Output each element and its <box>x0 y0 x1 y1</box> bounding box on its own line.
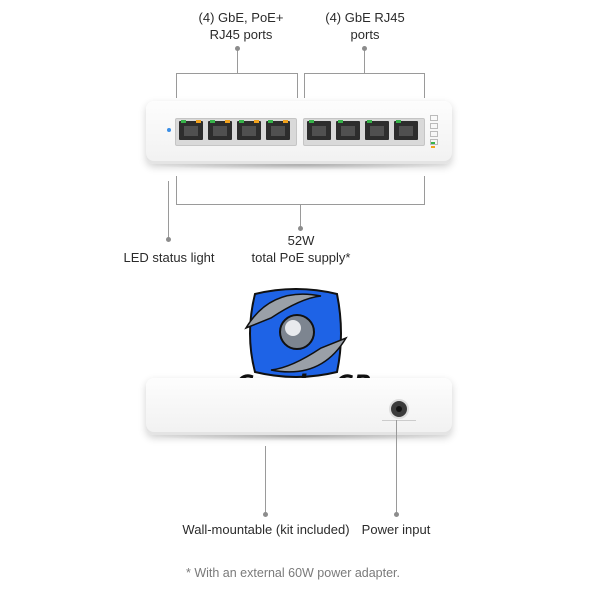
footnote: * With an external 60W power adapter. <box>186 566 401 580</box>
watermark-logo-icon <box>244 288 348 378</box>
front-switch-device <box>146 101 452 164</box>
side-led-amber <box>431 146 435 148</box>
led-status-light-icon <box>167 128 171 132</box>
port-led-indicator <box>210 120 215 123</box>
rj45-port <box>237 121 261 140</box>
gbe-bracket-top <box>304 73 425 74</box>
back-device-shadow <box>150 431 450 441</box>
port-led-indicator <box>338 120 343 123</box>
port-led-indicator <box>283 120 288 123</box>
rj45-port <box>394 121 418 140</box>
port-led-indicator <box>239 120 244 123</box>
supply-bracket-stem <box>300 204 301 228</box>
rj45-port <box>266 121 290 140</box>
supply-bracket-left <box>176 176 177 204</box>
back-switch-device <box>146 378 452 435</box>
rj45-port <box>208 121 232 140</box>
power-jack-marking <box>382 420 416 421</box>
gbe-bracket-left <box>304 73 305 98</box>
wall-mount-label: Wall-mountable (kit included) <box>182 522 350 537</box>
poe-bracket-left <box>176 73 177 98</box>
led-status-label: LED status light <box>123 250 215 265</box>
wall-mount-callout-dot <box>263 512 268 517</box>
poe-supply-label: 52W total PoE supply* <box>251 233 351 265</box>
side-indicator-icons <box>430 115 438 147</box>
rj45-port <box>365 121 389 140</box>
led-callout-line <box>168 181 169 239</box>
port-led-indicator <box>268 120 273 123</box>
port-led-indicator <box>254 120 259 123</box>
port-led-indicator <box>196 120 201 123</box>
led-callout-dot <box>166 237 171 242</box>
port-led-indicator <box>225 120 230 123</box>
poe-bracket-top <box>176 73 298 74</box>
gbe-bracket-right <box>424 73 425 98</box>
power-input-label: Power input <box>361 522 431 537</box>
port-led-indicator <box>181 120 186 123</box>
port-led-indicator <box>309 120 314 123</box>
gbe-bracket-dot <box>362 46 367 51</box>
front-device-shadow <box>150 160 450 170</box>
poe-bracket-stem <box>237 48 238 73</box>
side-led-green <box>431 142 435 144</box>
rj45-port <box>179 121 203 140</box>
supply-bracket-right <box>424 176 425 204</box>
poe-bracket-dot <box>235 46 240 51</box>
supply-bracket-dot <box>298 226 303 231</box>
wall-mount-callout-line <box>265 446 266 514</box>
gbe-bracket-stem <box>364 48 365 73</box>
rj45-port <box>307 121 331 140</box>
gbe-ports-label: (4) GbE RJ45 ports <box>325 10 405 42</box>
power-input-jack <box>389 399 409 419</box>
port-led-indicator <box>367 120 372 123</box>
port-led-indicator <box>396 120 401 123</box>
poe-bracket-right <box>297 73 298 98</box>
power-input-callout-dot <box>394 512 399 517</box>
rj45-port <box>336 121 360 140</box>
power-input-callout-line <box>396 420 397 514</box>
poe-ports-label: (4) GbE, PoE+ RJ45 ports <box>198 10 284 42</box>
